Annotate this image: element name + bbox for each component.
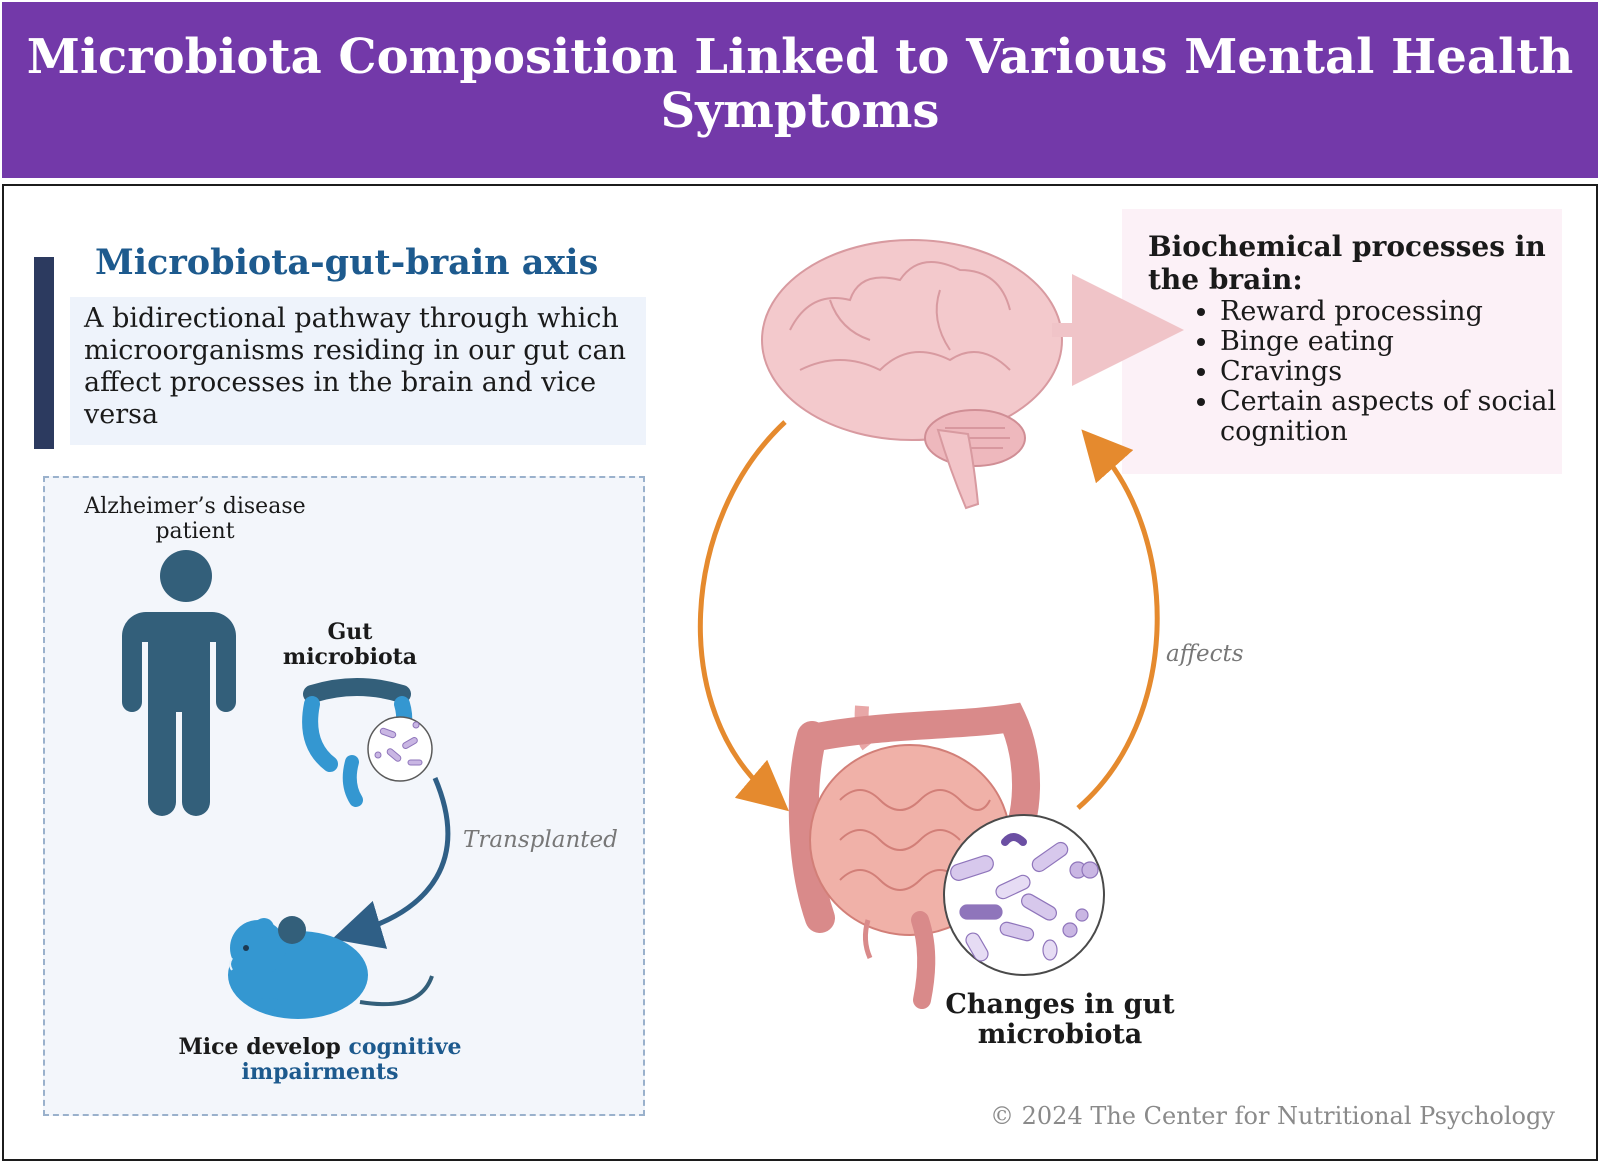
mouse-icon xyxy=(228,916,434,1019)
transplant-arrow xyxy=(332,777,451,949)
accent-bar xyxy=(34,257,54,449)
copyright-text: © 2024 The Center for Nutritional Psycho… xyxy=(990,1102,1555,1130)
patient-label: Alzheimer’s disease patient xyxy=(84,494,306,544)
study-box xyxy=(43,476,645,1116)
gut-microbiota-label: Gut microbiota xyxy=(282,619,418,670)
content-frame xyxy=(2,184,1598,1161)
microbe-magnifier-large xyxy=(943,814,1105,976)
axis-description: A bidirectional pathway through which mi… xyxy=(70,297,646,445)
person-icon xyxy=(122,550,236,816)
mice-outcome-highlight: cognitive impairments xyxy=(241,1034,462,1085)
gut-changes-label: Changes in gut microbiota xyxy=(945,989,1175,1050)
brain-to-gut-arrow xyxy=(697,420,790,812)
list-item: Reward processing xyxy=(1220,297,1580,327)
brain-process-list: Reward processing Binge eating Cravings … xyxy=(1194,297,1580,447)
mice-outcome-text: Mice develop xyxy=(178,1034,349,1060)
list-item: Certain aspects of social cognition xyxy=(1220,387,1580,447)
microbe-magnifier-small xyxy=(367,716,433,782)
header-banner: Microbiota Composition Linked to Various… xyxy=(2,2,1598,178)
brain-process-box xyxy=(1122,209,1562,474)
transplanted-label: Transplanted xyxy=(463,827,618,853)
mice-outcome-label: Mice develop cognitive impairments xyxy=(170,1035,470,1085)
list-item: Binge eating xyxy=(1220,327,1580,357)
affects-label: affects xyxy=(1166,641,1244,667)
page-title: Microbiota Composition Linked to Various… xyxy=(26,29,1574,139)
list-item: Cravings xyxy=(1220,357,1580,387)
brain-illustration xyxy=(761,239,1063,510)
gut-to-brain-arrow xyxy=(1076,429,1160,810)
axis-title: Microbiota-gut-brain axis xyxy=(95,242,599,283)
